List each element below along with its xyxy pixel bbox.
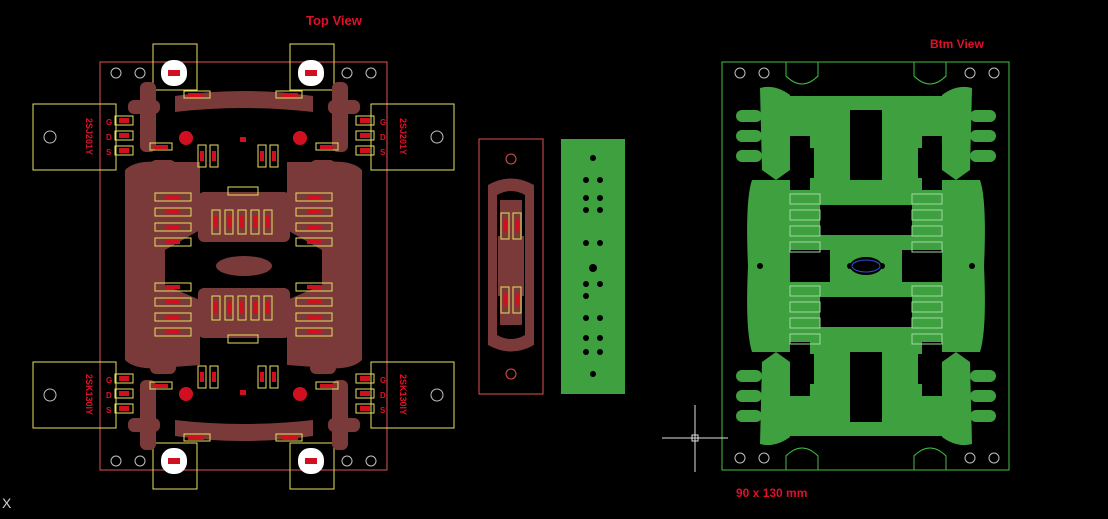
gds-pin-letter: S: [106, 148, 112, 157]
top-gds-pads: [114, 115, 375, 414]
top-view-board: 2SJ201Y 2SJ201Y 2SK130IY 2SK130IY GDSGDS…: [32, 43, 455, 490]
top-board-outline: [99, 61, 388, 471]
cad-crosshair-cursor: [662, 405, 728, 472]
bottom-view-label: Btm View: [930, 37, 984, 51]
gds-pin-letter: G: [106, 376, 112, 385]
bottom-copper: [736, 86, 996, 446]
gds-pin-letter: D: [380, 133, 386, 142]
gds-pin-letter: G: [380, 376, 386, 385]
bottom-board-notches: [785, 62, 947, 470]
top-transistor-pads: [161, 60, 324, 474]
gds-pin-letter: D: [106, 133, 112, 142]
top-view-label: Top View: [306, 13, 362, 28]
transistor-part-label: 2SJ201Y: [398, 118, 408, 155]
top-mounting-holes: [43, 67, 444, 467]
bottom-ratsnest-marker: [851, 259, 881, 273]
gds-pin-letter: G: [380, 118, 386, 127]
gds-pin-letter: S: [380, 406, 386, 415]
top-resistor-pads: [154, 93, 334, 440]
cursor-axis-label: X: [2, 495, 12, 511]
bottom-mounting-holes: [734, 67, 1000, 464]
top-transistor-outlines: [32, 43, 455, 490]
top-copper: [125, 82, 362, 450]
gds-pin-letter: S: [106, 406, 112, 415]
bottom-view-board: [721, 61, 1010, 471]
board-size-label: 90 x 130 mm: [736, 486, 808, 500]
transistor-part-label: 2SK130IY: [398, 374, 408, 415]
bottom-vias: [757, 153, 975, 379]
gds-pin-letter: D: [106, 391, 112, 400]
transistor-labels: 2SJ201Y 2SJ201Y 2SK130IY 2SK130IY: [84, 118, 408, 415]
bottom-board-outline: [721, 61, 1010, 471]
bottom-component-outlines: [789, 193, 943, 345]
transistor-part-label: 2SK130IY: [84, 374, 94, 415]
middle-strip-bottom: [561, 139, 625, 394]
gds-pin-letter: D: [380, 391, 386, 400]
transistor-part-label: 2SJ201Y: [84, 118, 94, 155]
gds-pin-letter: G: [106, 118, 112, 127]
top-resistors: [149, 90, 339, 442]
bottom-copper-gaps: [800, 110, 932, 422]
gds-pin-letter: S: [380, 148, 386, 157]
middle-strip-top: [478, 138, 544, 395]
